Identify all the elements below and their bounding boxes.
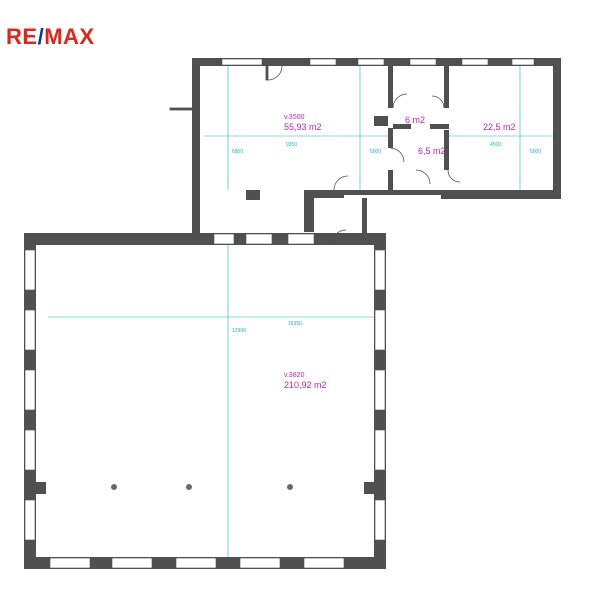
upper-right-area: 22,5 m2 xyxy=(483,122,516,132)
windows xyxy=(24,58,535,569)
main-area: 210,92 m2 xyxy=(284,380,327,390)
main-elevation: v.3820 xyxy=(284,372,305,379)
logo-re: RE xyxy=(6,24,38,49)
doors xyxy=(169,65,461,245)
dimension-lines xyxy=(48,66,553,557)
column xyxy=(111,484,117,490)
dim-upper-right-width: 4500 xyxy=(490,142,501,148)
logo-slash: / xyxy=(37,24,45,49)
wall-stub xyxy=(374,116,388,126)
small-top-area: 6 m2 xyxy=(405,115,425,125)
dim-upper-left-right: 5000 xyxy=(370,149,381,155)
logo-max: MAX xyxy=(44,24,95,49)
column xyxy=(287,484,293,490)
upper-left-elevation: v.3500 xyxy=(284,114,305,121)
dim-main-height: 12900 xyxy=(232,328,246,334)
dim-upper-left-width: 9350 xyxy=(286,142,297,148)
walls xyxy=(24,58,561,569)
dim-upper-left-height: 6800 xyxy=(232,149,243,155)
dim-upper-right-height: 5000 xyxy=(530,149,541,155)
chimney-block xyxy=(246,190,260,200)
logo: RE/MAX xyxy=(6,24,95,50)
dim-main-width: 16350 xyxy=(288,321,302,327)
small-bottom-area: 6,5 m2 xyxy=(418,146,446,156)
columns xyxy=(111,484,293,490)
column xyxy=(186,484,192,490)
upper-left-area: 55,93 m2 xyxy=(284,122,322,132)
